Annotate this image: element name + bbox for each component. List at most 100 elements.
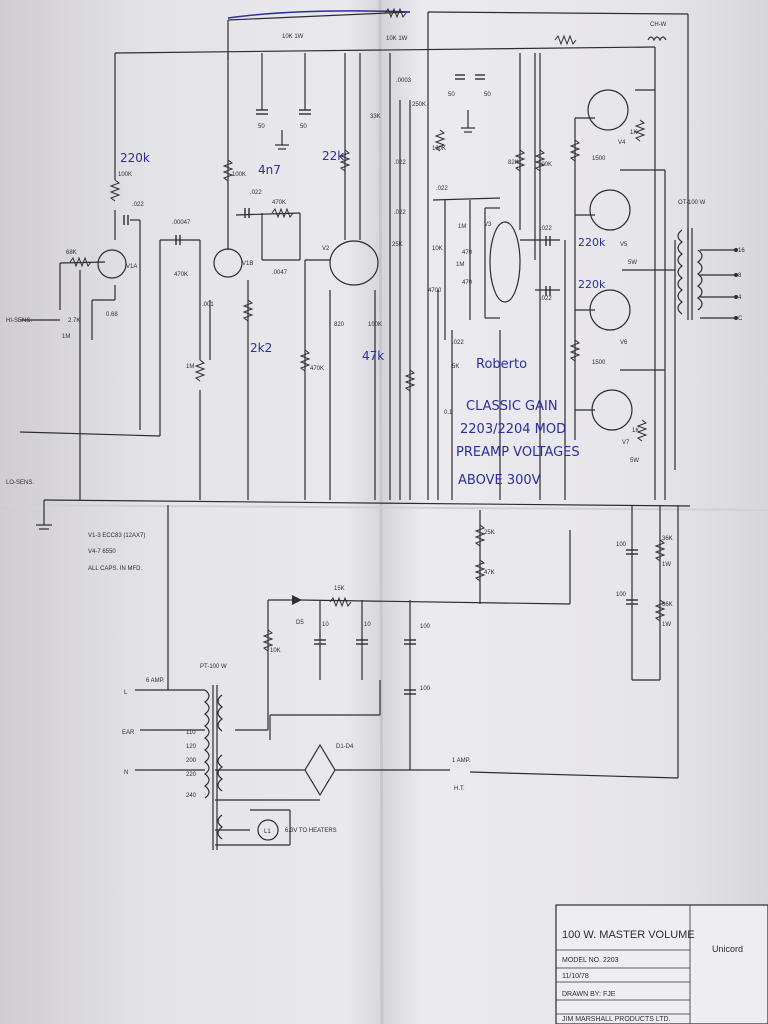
label-022-h: .022 (540, 296, 552, 302)
drawing-date: 11/10/78 (562, 973, 589, 980)
label-01: 0.1 (444, 410, 453, 416)
label-heaters: 6.3V TO HEATERS (285, 828, 337, 834)
label-022-e: .022 (436, 186, 448, 192)
label-36k-b: 36K (662, 602, 673, 608)
power-transformer (204, 685, 223, 850)
handwritten-220k-b: 220k (578, 236, 606, 249)
label-820: 820 (334, 322, 345, 328)
label-out-c: C (738, 316, 743, 322)
label-out-4: 4 (738, 295, 742, 301)
label-50-a: 50 (258, 124, 265, 130)
tube-v7 (591, 389, 633, 431)
label-1m-c: 1M (456, 262, 464, 268)
label-100k-d: 100K (432, 146, 446, 152)
label-pot-10k: 10K 1W (282, 34, 304, 40)
label-001: .001 (202, 302, 214, 308)
label-1500-a: 1500 (592, 156, 606, 162)
label-470k-b: 470K (272, 200, 286, 206)
company-line: JIM MARSHALL PRODUCTS LTD. (562, 1016, 671, 1023)
ground-symbols (36, 110, 475, 530)
tube-label-v4: V4 (618, 140, 626, 146)
tubes (97, 89, 633, 431)
label-47k: 47K (484, 570, 495, 576)
label-1w-a: 1W (662, 562, 671, 568)
label-tap-110: 110 (186, 730, 196, 736)
label-50-b: 50 (300, 124, 307, 130)
added-wire (227, 10, 411, 19)
label-470k-a: 470K (174, 272, 188, 278)
label-d1d4: D1-D4 (336, 744, 354, 750)
label-100-d: 100 (616, 592, 627, 598)
label-0047: .0047 (272, 270, 288, 276)
label-4700: 4700 (428, 288, 442, 294)
label-470k-c: 470K (310, 366, 324, 372)
label-0003: .0003 (396, 78, 412, 84)
handwritten-line1: CLASSIC GAIN (466, 399, 558, 414)
tube-label-v3: V3 (484, 222, 492, 228)
capacitors (123, 74, 638, 695)
label-15k: 15K (334, 586, 345, 592)
hi-sens-label: HI-SENS. (6, 318, 32, 324)
label-pt: PT-100 W (200, 664, 227, 670)
handwritten-47k: 47k (362, 349, 384, 363)
tube-label-v7: V7 (622, 440, 630, 446)
handwritten-220k-a: 220k (120, 151, 150, 165)
label-1m-a: 1M (62, 334, 70, 340)
title-block (555, 904, 768, 1024)
label-1m-v: 1M (186, 364, 194, 370)
title-text: 100 W. MASTER VOLUME (562, 929, 695, 941)
paper-fold (0, 504, 768, 511)
label-82k: 82K (508, 160, 519, 166)
label-10k-a: 10K (432, 246, 443, 252)
label-50-d: 50 (484, 92, 491, 98)
label-100-c: 100 (616, 542, 627, 548)
handwritten-220k-c: 220k (578, 278, 606, 291)
label-fuse-ht: 1 AMP. (452, 758, 471, 764)
label-tap-120: 120 (186, 744, 197, 750)
handwritten-line2: 2203/2204 MOD (460, 422, 566, 437)
label-2k7: 2.7K (68, 318, 80, 324)
label-36k-a: 36K (662, 536, 673, 542)
label-1500-b: 1500 (592, 360, 606, 366)
label-50-c: 50 (448, 92, 455, 98)
paper-fold (378, 0, 384, 1024)
label-00047: .00047 (172, 220, 191, 226)
label-out-16: 16 (738, 248, 745, 254)
label-022-c: .022 (394, 160, 406, 166)
label-d5: D5 (296, 620, 304, 626)
label-mains-e: EAR (122, 730, 135, 736)
diode-d5 (292, 595, 302, 605)
note-line3: ALL CAPS. IN MFD. (88, 566, 142, 572)
label-68k: 68K (66, 250, 77, 256)
resistors (69, 7, 666, 652)
handwritten-name: Roberto (476, 357, 527, 372)
speaker-terminals (734, 248, 738, 320)
label-250k: 250K (412, 102, 426, 108)
label-10-a: 10 (322, 622, 329, 628)
handwritten-2k2: 2k2 (250, 341, 272, 355)
label-10k-b: 10K (270, 648, 281, 654)
label-lamp: L1 (264, 829, 271, 835)
unicord-stamp: Unicord (712, 944, 743, 954)
label-5w-a: 5W (628, 260, 637, 266)
model-number: MODEL NO. 2203 (562, 957, 619, 964)
label-1m-b: 1M (458, 224, 466, 230)
tube-v4 (587, 89, 629, 131)
pilot-lamp (257, 819, 279, 841)
label-choke: CH-W (650, 22, 667, 28)
output-transformer (677, 228, 703, 320)
tube-v1a (97, 249, 127, 279)
label-5k: 5K (452, 364, 459, 370)
note-line2: V4-7 6550 (88, 549, 116, 555)
label-33k: 33K (370, 114, 381, 120)
handwritten-line3: PREAMP VOLTAGES (456, 445, 580, 460)
label-tap-240: 240 (186, 793, 197, 799)
choke-coil (647, 36, 667, 42)
note-line1: V1-3 ECC83 (12AX7) (88, 533, 145, 539)
tube-label-v6: V6 (620, 340, 628, 346)
label-25k-b: 25K (484, 530, 495, 536)
label-100-a: 100 (420, 624, 431, 630)
tube-v2 (329, 240, 379, 286)
